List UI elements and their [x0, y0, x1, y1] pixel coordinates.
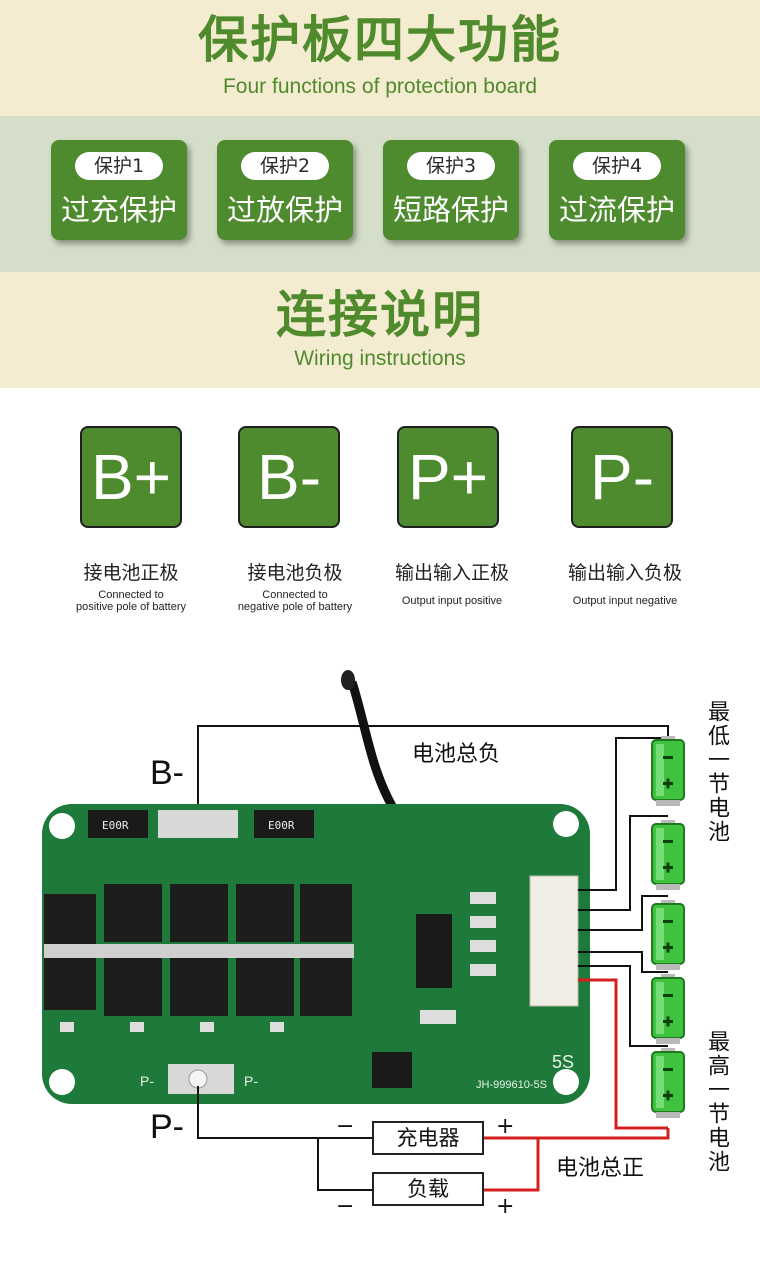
terminal-b-plus: B+: [80, 426, 182, 528]
function-card-3: 保护3 短路保护: [383, 140, 519, 240]
charger-plus-sign: +: [496, 1114, 515, 1139]
battery-cell: [651, 900, 685, 970]
terminal-p-minus: P-: [571, 426, 673, 528]
battery-cell: [651, 974, 685, 1044]
load-minus-sign: −: [336, 1194, 355, 1219]
wiring-subtitle: Wiring instructions: [294, 347, 466, 370]
wire-load-plus: [484, 1138, 540, 1192]
label-b-minus: B-: [150, 754, 184, 792]
terminal-desc-cn: 接电池负极: [247, 562, 343, 584]
wire-battery-total-negative: [197, 725, 669, 816]
wire-charger-plus: [484, 1128, 670, 1140]
function-card-1: 保护1 过充保护: [51, 140, 187, 240]
ntc-lead: [347, 680, 396, 809]
function-badge: 保护4: [573, 152, 661, 180]
function-card-2: 保护2 过放保护: [217, 140, 353, 240]
label-lowest-cell: 最低一节电池: [704, 700, 729, 844]
balance-wire-6: [578, 978, 668, 1130]
battery-cell: [651, 1048, 685, 1118]
battery-cell: [651, 736, 685, 806]
function-name: 过放保护: [226, 193, 343, 227]
terminal-desc-en: Output input positive: [401, 595, 503, 607]
label-highest-cell: 最高一节电池: [704, 1030, 729, 1174]
pcb-res-code: E00R: [102, 819, 129, 832]
terminal-desc-en: Connected to: [262, 589, 328, 601]
terminal-desc-cn: 输出输入正极: [394, 562, 509, 584]
terminal-desc-en: positive pole of battery: [75, 601, 187, 613]
terminal-desc-cn: 输出输入负极: [567, 562, 682, 584]
pcb-model: JH-999610-5S: [476, 1079, 547, 1091]
page-title: 保护板四大功能: [198, 11, 562, 69]
load-plus-sign: +: [496, 1194, 515, 1219]
charger-box: 充电器: [372, 1121, 484, 1155]
wire-load-minus: [317, 1138, 372, 1191]
terminal-b-minus: B-: [238, 426, 340, 528]
battery-cell: [651, 820, 685, 890]
function-name: 短路保护: [392, 193, 509, 227]
terminal-desc-cn: 接电池正极: [83, 562, 179, 584]
label-p-minus: P-: [150, 1108, 184, 1146]
terminal-desc-en: Connected to: [98, 589, 164, 601]
function-badge: 保护1: [75, 152, 163, 180]
wire-p-minus: [197, 1086, 372, 1139]
wiring-title: 连接说明: [276, 286, 484, 344]
function-card-4: 保护4 过流保护: [549, 140, 685, 240]
load-box: 负载: [372, 1172, 484, 1206]
terminal-desc-en: negative pole of battery: [237, 601, 353, 613]
wiring-band: [0, 272, 760, 388]
page-subtitle: Four functions of protection board: [222, 75, 537, 98]
header-band: [0, 0, 760, 116]
balance-wire-5: [578, 965, 668, 1047]
pcb-silk-5s: 5S: [552, 1052, 574, 1072]
balance-wire-2: [578, 815, 668, 911]
label-battery-total-negative: 电池总负: [412, 742, 501, 767]
pcb-res-code: E00R: [268, 819, 295, 832]
wiring-diagram: E00R E00R 5S JH-999610-5S P- P-: [42, 670, 685, 1192]
pcb-pad-p: P-: [244, 1073, 258, 1089]
balance-wire-3: [578, 895, 668, 931]
function-name: 过流保护: [558, 193, 675, 227]
terminal-desc-en: Output input negative: [572, 595, 678, 607]
pcb-board: [42, 804, 590, 1104]
balance-wire-1: [578, 737, 668, 891]
terminal-p-plus: P+: [397, 426, 499, 528]
function-name: 过充保护: [60, 193, 177, 227]
function-badge: 保护3: [407, 152, 495, 180]
charger-minus-sign: −: [336, 1114, 355, 1139]
label-battery-total-positive: 电池总正: [556, 1156, 645, 1181]
ntc-head: [341, 670, 355, 690]
pcb-pad-p: P-: [140, 1073, 154, 1089]
function-badge: 保护2: [241, 152, 329, 180]
balance-wire-4: [578, 951, 668, 973]
